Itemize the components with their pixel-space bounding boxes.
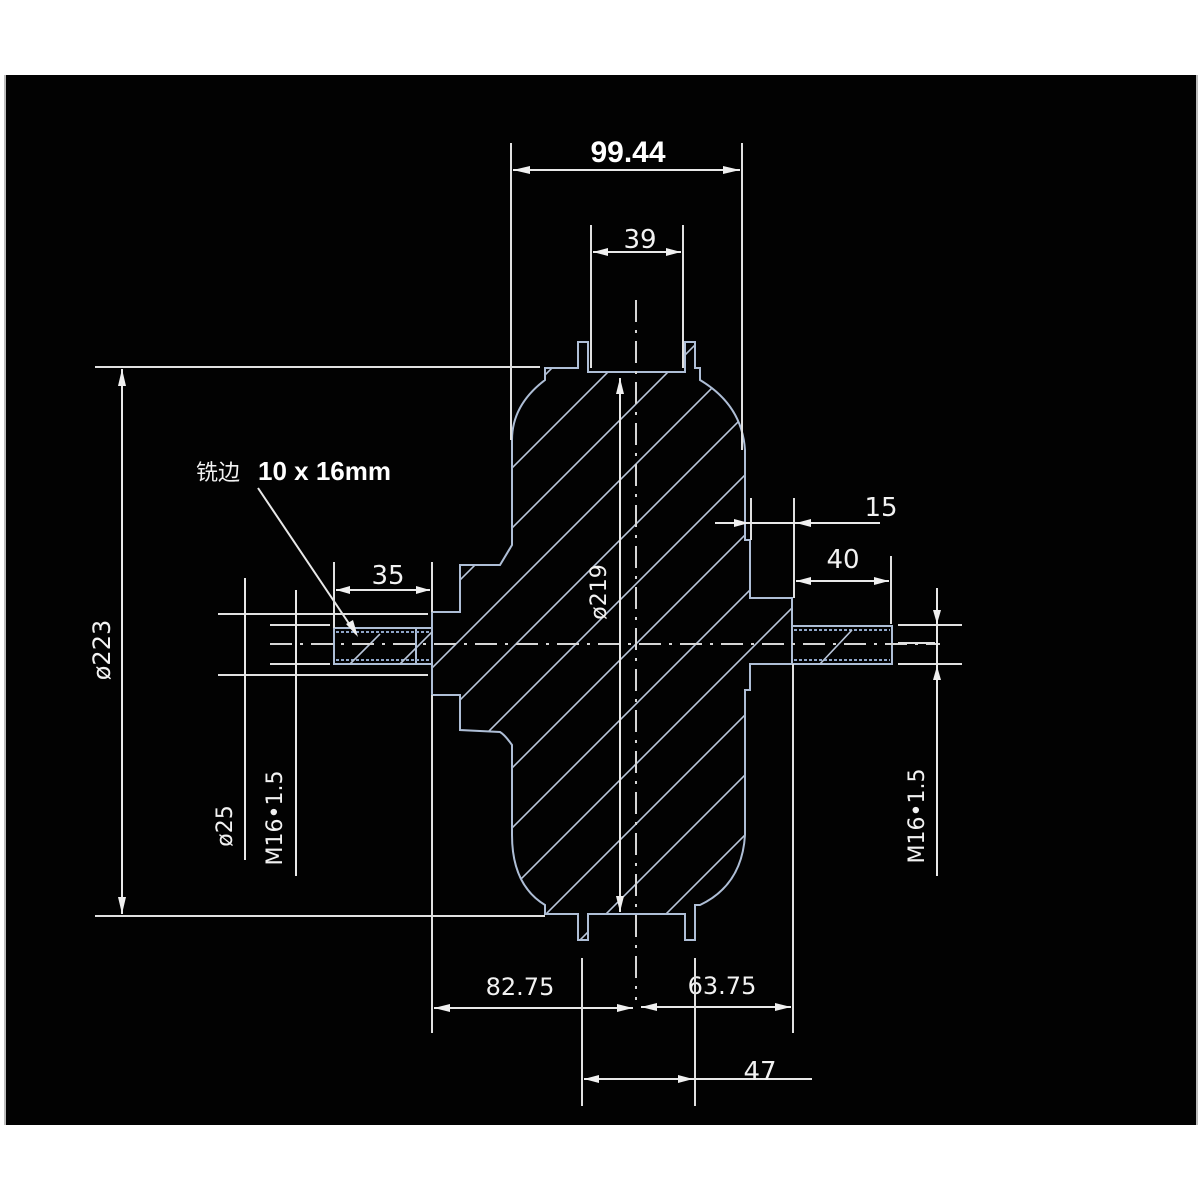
svg-text:47: 47 — [743, 1057, 776, 1087]
dim-overall-width: 99.44 — [510, 136, 743, 450]
svg-text:ø223: ø223 — [88, 620, 116, 681]
dim-left-axle-diameter: ø25 — [213, 805, 238, 846]
dim-left-thread: M16•1.5 — [263, 771, 288, 866]
dim-right-shoulder: 15 — [715, 493, 898, 598]
flat-milling-note[interactable]: 铣边 10 x 16mm — [196, 456, 391, 637]
svg-text:ø219: ø219 — [587, 564, 612, 619]
dim-right-to-center: 63.75 — [641, 664, 794, 1033]
svg-text:铣边: 铣边 — [196, 461, 240, 486]
svg-text:63.75: 63.75 — [688, 972, 757, 1000]
dim-outer-diameter: ø223 — [88, 366, 545, 917]
left-axle-extension-lines — [218, 578, 428, 876]
hub-body-outline — [415, 341, 793, 941]
svg-text:10 x 16mm: 10 x 16mm — [258, 456, 391, 486]
svg-text:99.44: 99.44 — [590, 136, 665, 169]
svg-text:39: 39 — [623, 225, 656, 255]
dim-right-axle-length: 40 — [796, 545, 892, 624]
dim-body-diameter: ø219 — [587, 378, 624, 912]
svg-text:35: 35 — [371, 561, 404, 591]
section-hatching — [416, 342, 792, 940]
svg-text:15: 15 — [864, 493, 897, 523]
dim-stator-gap: 39 — [590, 225, 684, 368]
left-axle — [333, 627, 433, 665]
svg-text:82.75: 82.75 — [486, 973, 555, 1001]
dim-left-to-center: 82.75 — [431, 695, 633, 1033]
svg-text:40: 40 — [826, 545, 859, 575]
dim-right-thread: M16•1.5 — [898, 588, 962, 876]
svg-text:M16•1.5: M16•1.5 — [905, 769, 930, 864]
dim-left-axle-length: 35 — [333, 561, 433, 628]
dim-flange-spacing: 47 — [581, 958, 812, 1106]
